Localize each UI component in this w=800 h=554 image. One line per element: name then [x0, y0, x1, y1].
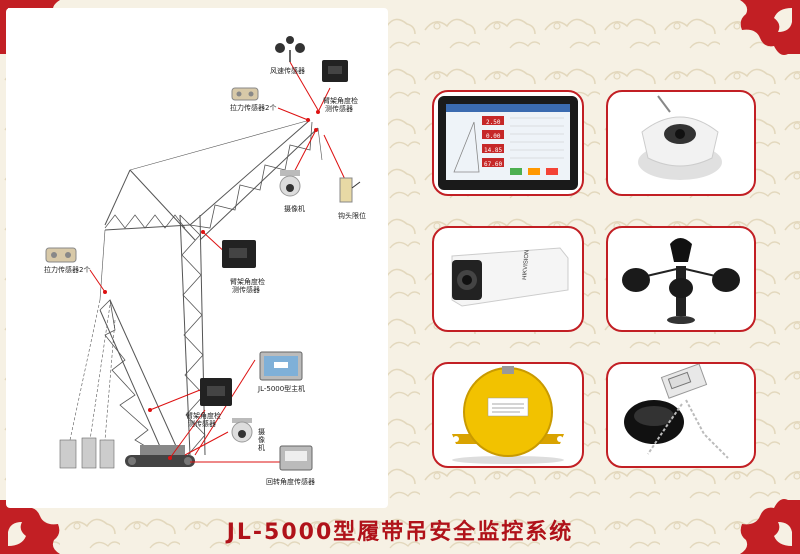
screen-value-2: 0.00: [486, 133, 501, 140]
angle-sensor-box-low-icon: [200, 378, 232, 406]
boom-angle-low-label-2: 测传感器: [188, 420, 216, 428]
angle-sensor-box-top-icon: [322, 60, 348, 82]
hook-limit-switch-photo: [606, 362, 756, 468]
tension-sensor-mid-icon: [45, 247, 77, 263]
screen-value-4: 67.60: [484, 161, 503, 168]
boom-angle-low-label-1: 臂架角度检: [186, 412, 221, 420]
camera-low-label-1: 摄: [258, 428, 265, 436]
camera-low-icon: [231, 418, 253, 443]
hook-limit-icon: [339, 177, 361, 203]
boom-angle-top-label-1: 臂架角度检: [323, 97, 358, 105]
main-unit-icon: [259, 351, 303, 381]
dome-camera-photo: [606, 90, 756, 196]
yellow-sensor-photo: [432, 362, 584, 468]
anemometer-photo: [606, 226, 756, 332]
corner-ornament-top-right: [740, 0, 800, 55]
svg-text:HIKVISION: HIKVISION: [522, 249, 531, 280]
screen-value-3: 14.85: [484, 147, 503, 154]
camera-top-label: 摄像机: [284, 205, 305, 213]
slew-sensor-icon: [279, 445, 313, 471]
wind-sensor-icon: [275, 36, 305, 62]
wind-sensor-label: 风速传感器: [270, 67, 305, 75]
tension-sensor-top-label: 拉力传感器2个: [230, 104, 277, 112]
boom-angle-top-label-2: 测传感器: [325, 105, 353, 113]
corner-ornament-bottom-right: [740, 499, 800, 554]
screen-value-1: 2.50: [486, 119, 501, 126]
corner-ornament-bottom-left: [0, 499, 60, 554]
hook-limit-label: 钩头限位: [338, 212, 366, 220]
page-title: JL-5000型履带吊安全监控系统: [226, 520, 574, 545]
main-unit-label: JL-5000型主机: [258, 385, 306, 393]
boom-angle-mid-label-1: 臂架角度检: [230, 278, 265, 286]
camera-low-label-3: 机: [258, 444, 265, 452]
tension-sensor-top-icon: [231, 87, 259, 101]
bullet-camera-photo: HIKVISION: [432, 226, 584, 332]
tension-sensor-mid-label: 拉力传感器2个: [44, 266, 91, 274]
boom-angle-mid-label-2: 测传感器: [232, 286, 260, 294]
camera-top-icon: [279, 170, 301, 197]
camera-low-label-2: 像: [258, 436, 265, 444]
display-monitor-photo: 2.50 0.00 14.85 67.60: [432, 90, 584, 196]
angle-sensor-box-mid-icon: [222, 240, 256, 268]
slew-sensor-label: 回转角度传感器: [266, 478, 315, 486]
